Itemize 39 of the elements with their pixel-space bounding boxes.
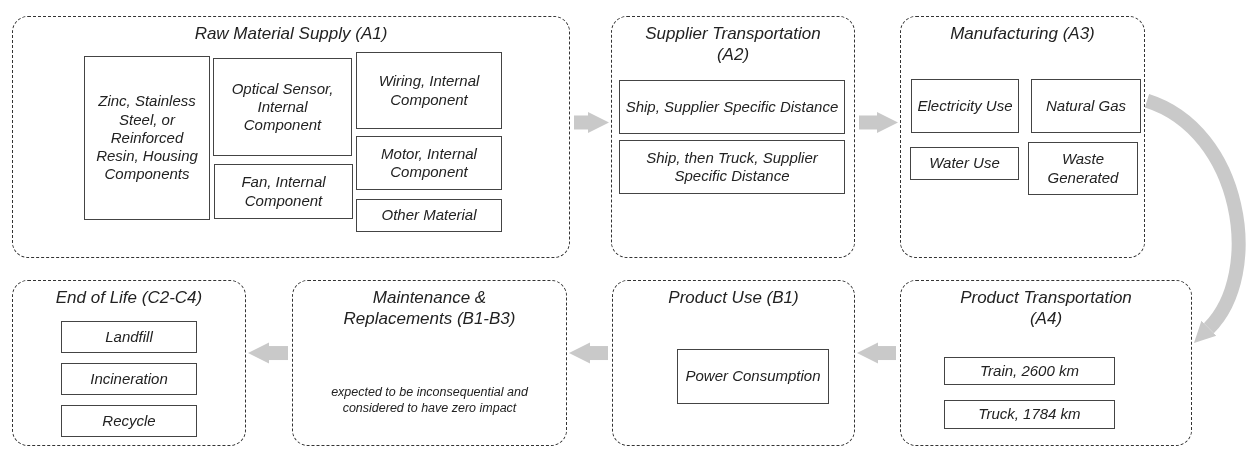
stage-panel — [611, 16, 855, 258]
stage-title: End of Life (C2-C4) — [54, 287, 204, 309]
flow-arrow — [1144, 94, 1246, 345]
component-box: Train, 2600 km — [944, 357, 1115, 385]
stage-panel — [292, 280, 567, 446]
stage-title: Product Use (B1) — [667, 287, 800, 309]
component-box: Optical Sensor, Internal Component — [213, 58, 352, 156]
stage-panel — [12, 16, 570, 258]
flow-arrow — [859, 112, 898, 133]
flow-arrow — [857, 342, 896, 364]
component-box: Truck, 1784 km — [944, 400, 1115, 429]
component-box: Electricity Use — [911, 79, 1019, 133]
stage-title: Supplier Transportation (A2) — [644, 23, 822, 66]
component-box: Other Material — [356, 199, 502, 232]
flow-arrow — [569, 342, 608, 364]
stage-title: Raw Material Supply (A1) — [193, 23, 389, 45]
stage-panel — [12, 280, 246, 446]
component-box: Wiring, Internal Component — [356, 52, 502, 129]
component-box: Zinc, Stainless Steel, or Reinforced Resin, Housing Components — [84, 56, 210, 220]
component-box: Fan, Internal Component — [214, 164, 353, 219]
stage-title: Manufacturing (A3) — [949, 23, 1096, 45]
stage-note: expected to be inconsequential and considered to have zero impact — [330, 384, 530, 417]
stage-title: Product Transportation (A4) — [959, 287, 1133, 330]
stage-panel — [900, 16, 1145, 258]
component-box: Motor, Internal Component — [356, 136, 502, 190]
component-box: Natural Gas — [1031, 79, 1141, 133]
component-box: Ship, Supplier Specific Distance — [619, 80, 845, 134]
component-box: Waste Generated — [1028, 142, 1138, 195]
component-box: Power Consumption — [677, 349, 829, 404]
stage-panel — [612, 280, 855, 446]
flow-arrow — [248, 342, 288, 364]
component-box: Water Use — [910, 147, 1019, 180]
component-box: Ship, then Truck, Supplier Specific Distance — [619, 140, 845, 194]
flow-arrow — [574, 112, 609, 133]
stage-panel — [900, 280, 1192, 446]
stage-title: Maintenance & Replacements (B1-B3) — [342, 287, 517, 330]
component-box: Recycle — [61, 405, 197, 437]
component-box: Landfill — [61, 321, 197, 353]
component-box: Incineration — [61, 363, 197, 395]
